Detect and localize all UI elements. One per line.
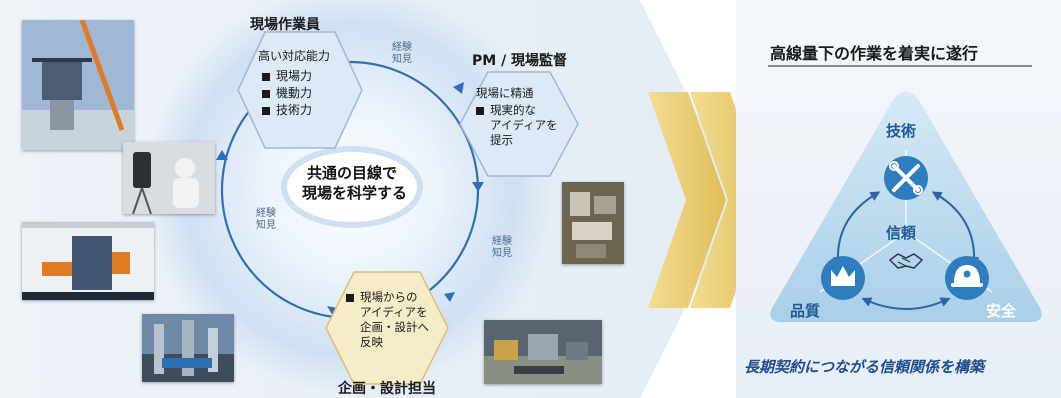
arrow-tech-safety [931, 191, 980, 267]
arrow-label-line: 知見 [256, 220, 276, 231]
cycle-arrowhead-right [472, 182, 484, 192]
chevron-1 [648, 92, 726, 308]
field-worker-item: 現場力 [276, 69, 313, 83]
field-worker-item: 機動力 [276, 86, 313, 100]
field-worker-heading: 高い対応能力 [258, 49, 331, 63]
bullet-square [476, 106, 484, 115]
bullet-square [262, 89, 270, 98]
arrow-label-line: 知見 [492, 248, 512, 259]
center-line-2: 現場を科学する [302, 184, 408, 202]
arrow-label-line: 経験 [392, 42, 412, 53]
hex-planning-text: 現場からの アイディアを 企画・設計へ 反映 [346, 290, 429, 350]
result-tagline: 長期契約につながる信頼関係を構築 [744, 358, 985, 376]
helmet-icon [945, 256, 989, 300]
pm-line: 現実的な [490, 103, 536, 117]
planning-line: 現場からの [360, 290, 418, 304]
arrow-tech-quality [832, 191, 881, 267]
hex-planning [325, 271, 449, 385]
arrow-label-line: 経験 [256, 208, 276, 219]
photo-3d-model [22, 222, 154, 300]
center-ellipse [281, 146, 423, 228]
role-pm: PM / 現場監督 [472, 53, 568, 69]
bullet-square [262, 106, 270, 115]
photo-site [142, 314, 234, 382]
arrow-label-right: 経験 知見 [492, 236, 512, 260]
cycle-arrowhead-topright [453, 82, 464, 94]
hex-field-worker-text: 高い対応能力 現場力 機動力 技術力 [258, 48, 330, 119]
label-technology: 技術 [886, 122, 917, 140]
center-line-1: 共通の目線で [306, 164, 397, 182]
planning-line: アイディアを [360, 305, 428, 319]
arrow-quality-safety [861, 297, 951, 310]
hex-pm [459, 71, 579, 177]
pm-line: アイディアを [490, 118, 558, 132]
hex-pm-text: 現場に精通 現実的な アイディアを 提示 [476, 86, 558, 148]
bullet-square [346, 293, 354, 302]
result-title: 高線量下の作業を着実に遂行 [770, 44, 979, 63]
photo-workshop [484, 320, 602, 384]
tools-icon [884, 156, 928, 200]
label-trust: 信頼 [886, 224, 917, 242]
crown-icon [821, 256, 865, 300]
arrow-label-line: 経験 [492, 236, 512, 247]
center-text: 共通の目線で 現場を科学する [302, 163, 408, 203]
arrow-label-top: 経験 知見 [392, 42, 412, 66]
field-worker-item: 技術力 [276, 103, 313, 117]
hex-field-worker [237, 31, 363, 149]
pm-line: 提示 [490, 133, 513, 147]
photo-scanner [123, 142, 215, 214]
role-planning: 企画・設計担当 [338, 381, 436, 397]
arrow-label-line: 知見 [392, 54, 412, 65]
cycle-arrowhead-bottomright [444, 292, 455, 302]
cycle-arrowhead-left [216, 150, 228, 160]
label-quality: 品質 [790, 302, 821, 320]
arrow-label-left: 経験 知見 [256, 208, 276, 232]
planning-line: 企画・設計へ [360, 320, 429, 334]
handshake-icon [888, 253, 924, 269]
label-safety: 安全 [986, 302, 1017, 320]
bullet-square [262, 72, 270, 81]
role-field-worker: 現場作業員 [250, 17, 320, 33]
planning-line: 反映 [360, 335, 383, 349]
pm-heading: 現場に精通 [476, 86, 534, 100]
photo-aerial [562, 182, 624, 264]
photo-crane [22, 20, 134, 150]
